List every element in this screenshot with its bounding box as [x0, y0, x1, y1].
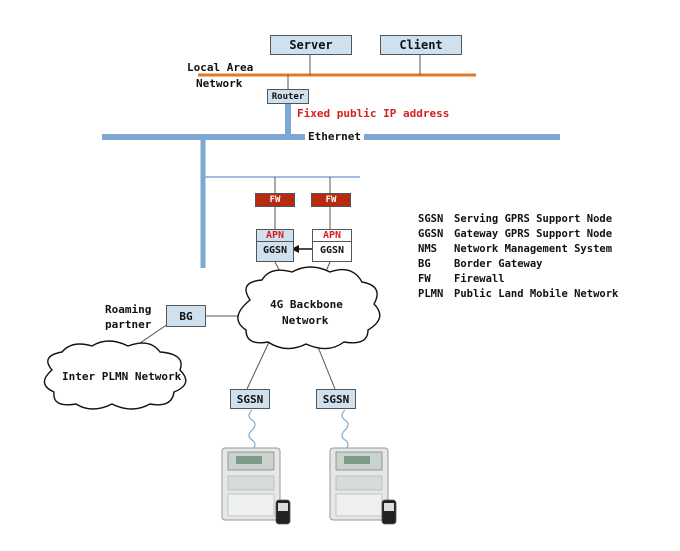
backbone-cloud [237, 266, 381, 350]
ggsn-right-label: GGSN [319, 245, 345, 256]
lan-label-line2: Network [196, 77, 243, 90]
sgsn-right-node: SGSN [316, 389, 356, 409]
apn-left-label: APN [257, 230, 293, 242]
client-label: Client [399, 38, 443, 52]
backbone-label-line1: 4G Backbone [270, 298, 343, 311]
meter-left [221, 447, 291, 525]
backbone-label-line2: Network [282, 314, 329, 327]
lan-label-line1: Local Area [187, 61, 254, 74]
server-node: Server [270, 35, 352, 55]
legend-row: GGSN Gateway GPRS Support Node [418, 227, 618, 242]
legend-text: Serving GPRS Support Node [454, 213, 613, 225]
legend-text: Border Gateway [454, 258, 543, 270]
legend-text: Gateway GPRS Support Node [454, 228, 613, 240]
legend-abbr: SGSN [418, 213, 444, 225]
meter-right [329, 447, 397, 525]
legend-row: PLMN Public Land Mobile Network [418, 287, 618, 302]
inter-plmn-cloud [43, 340, 187, 410]
legend-abbr: BG [418, 258, 431, 270]
legend-abbr: GGSN [418, 228, 444, 240]
sgsn-left-label: SGSN [236, 392, 264, 406]
legend-row: FW Firewall [418, 272, 618, 287]
client-node: Client [380, 35, 462, 55]
firewall-left: FW [255, 193, 295, 207]
legend-abbr: PLMN [418, 288, 444, 300]
firewall-right: FW [311, 193, 351, 207]
legend-text: Firewall [454, 273, 505, 285]
backbone-sgsn-right-link [315, 341, 336, 390]
border-gateway-node: BG [166, 305, 206, 327]
legend: SGSN Serving GPRS Support Node GGSN Gatewa… [418, 212, 618, 302]
ggsn-stack-right: APN GGSN [312, 229, 352, 262]
legend-row: NMS Network Management System [418, 242, 618, 257]
roaming-label-line1: Roaming [105, 303, 152, 316]
router-label: Router [271, 91, 305, 102]
legend-abbr: FW [418, 273, 431, 285]
server-label: Server [289, 38, 333, 52]
legend-row: SGSN Serving GPRS Support Node [418, 212, 618, 227]
legend-row: BG Border Gateway [418, 257, 618, 272]
sgsn-right-label: SGSN [322, 392, 350, 406]
roaming-label-line2: partner [105, 318, 152, 331]
bg-label: BG [179, 309, 193, 323]
legend-text: Public Land Mobile Network [454, 288, 619, 300]
legend-abbr: NMS [418, 243, 437, 255]
firewall-left-label: FW [269, 195, 281, 205]
fixed-ip-label: Fixed public IP address [297, 107, 450, 120]
router-node: Router [267, 89, 309, 104]
ggsn-stack-left: APN GGSN [256, 229, 294, 262]
legend-text: Network Management System [454, 243, 613, 255]
apn-right-label: APN [313, 230, 351, 242]
firewall-right-label: FW [325, 195, 337, 205]
backbone-sgsn-left-link [246, 339, 271, 390]
ggsn-arrowhead [291, 245, 299, 253]
ggsn-left-label: GGSN [262, 245, 288, 256]
inter-plmn-label: Inter PLMN Network [62, 370, 182, 383]
sgsn-left-node: SGSN [230, 389, 270, 409]
ethernet-label: Ethernet [305, 130, 364, 143]
